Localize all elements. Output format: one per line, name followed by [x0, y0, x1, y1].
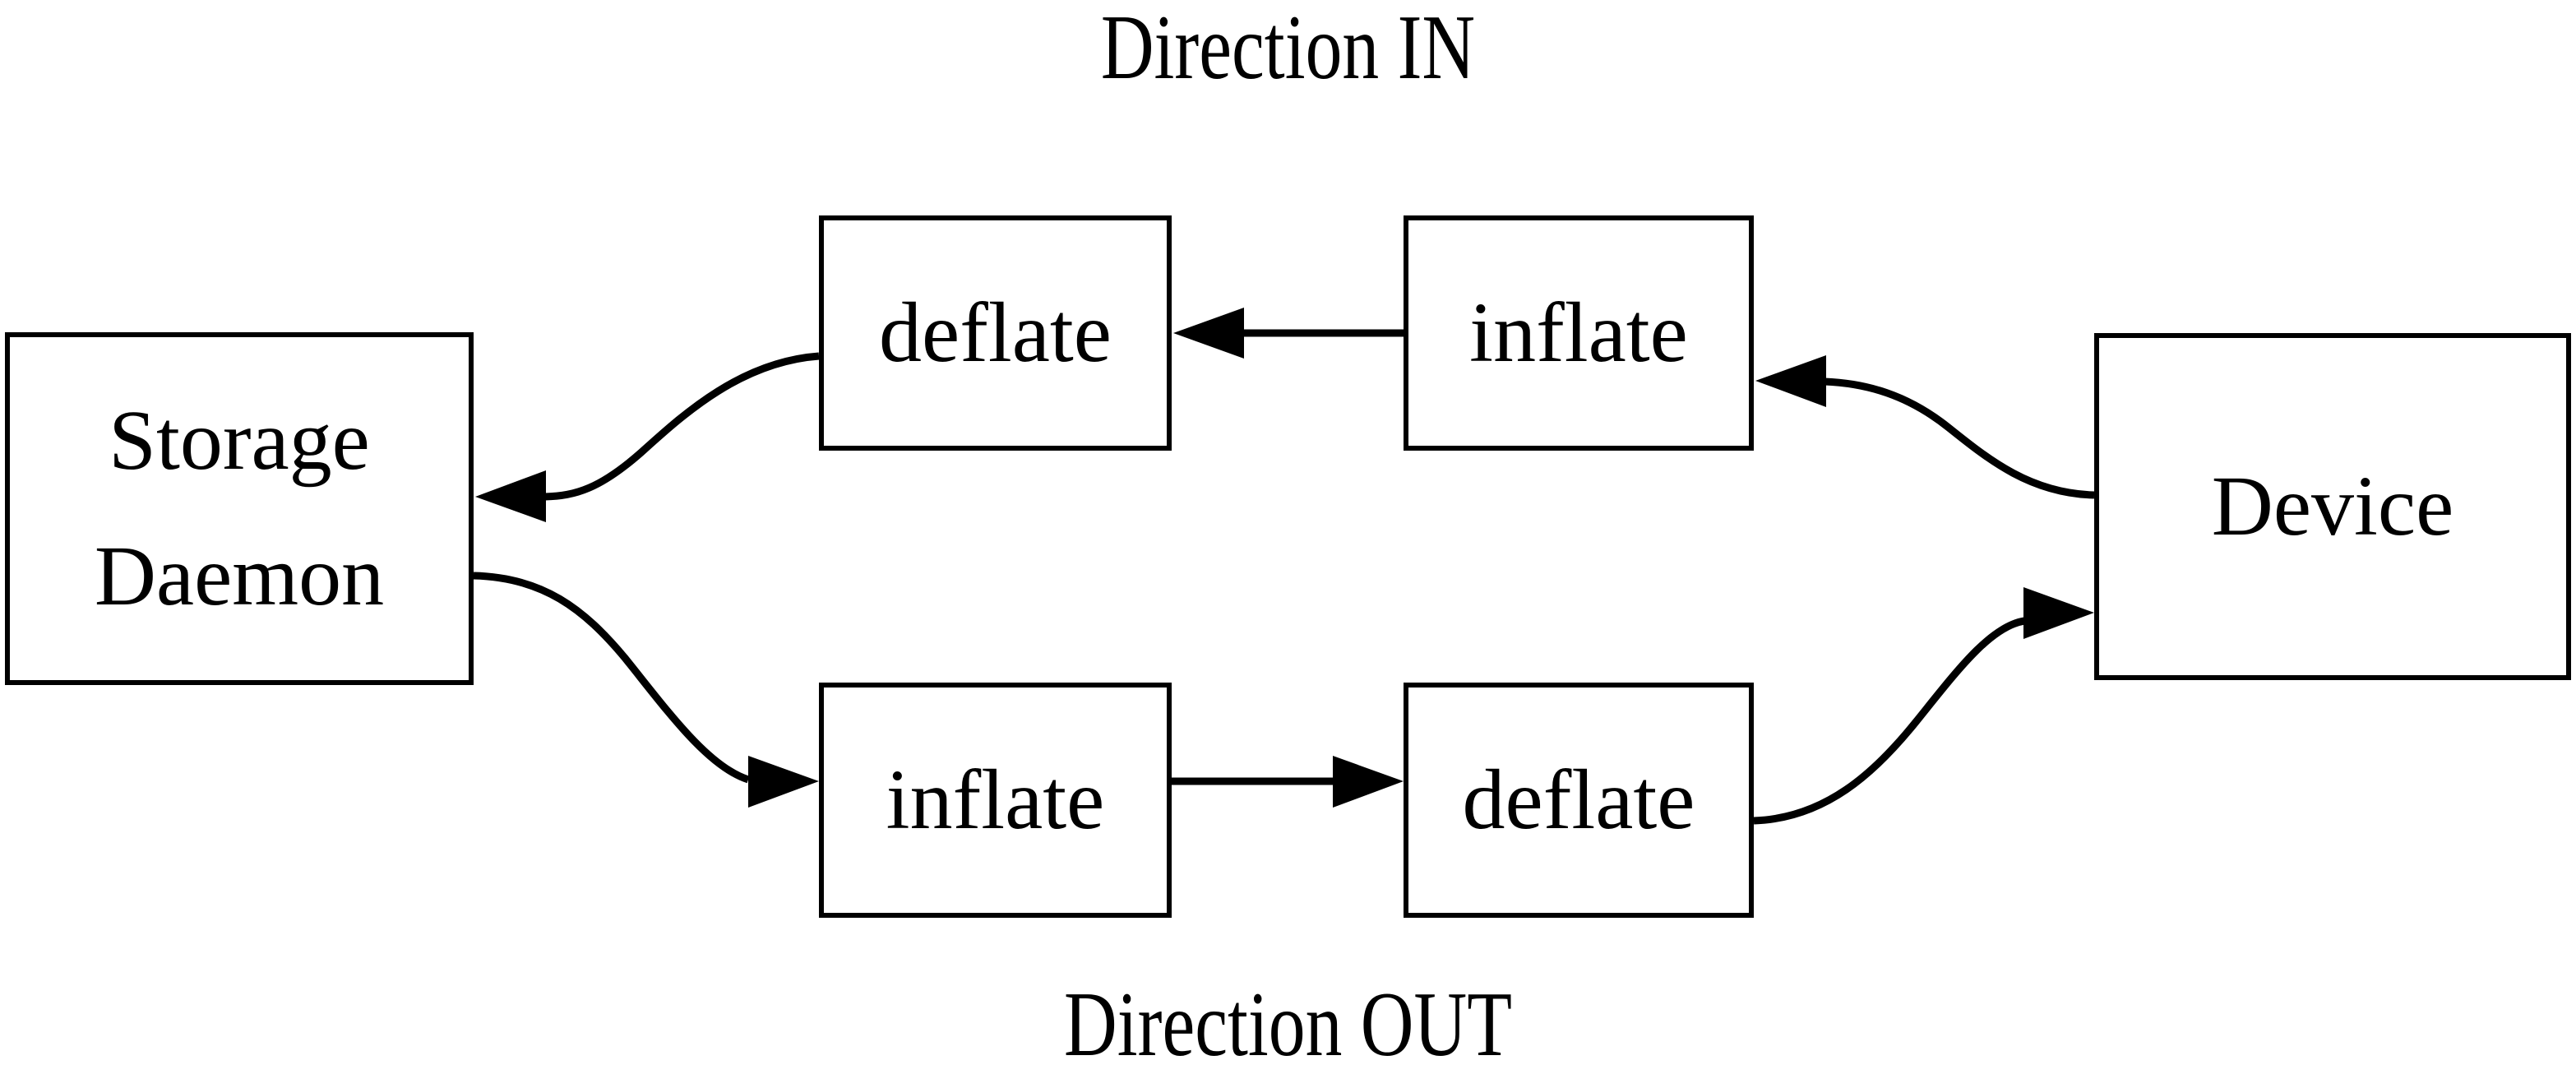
edge-device-to-inflate-in — [1755, 355, 2095, 499]
node-storage-daemon[interactable]: Storage Daemon — [5, 332, 474, 685]
node-deflate-in[interactable]: deflate — [819, 215, 1172, 451]
direction-in-label: Direction IN — [1100, 0, 1476, 99]
node-inflate-out[interactable]: inflate — [819, 683, 1172, 918]
edge-deflate-in-to-storage-daemon — [475, 352, 820, 522]
edge-deflate-out-to-device — [1753, 587, 2094, 825]
node-storage-daemon-label-line1: Storage — [109, 393, 370, 488]
node-deflate-in-label: deflate — [879, 285, 1112, 380]
arrowhead-into-deflate-out — [1333, 756, 1404, 808]
arrowhead-into-storage-daemon — [475, 470, 546, 522]
node-device-label: Device — [2211, 458, 2454, 553]
edge-deflate-out-to-device-line — [1753, 617, 2025, 825]
edge-inflate-in-to-deflate-in — [1173, 308, 1404, 359]
arrowhead-into-inflate-out — [748, 756, 819, 808]
node-deflate-out-label: deflate — [1462, 752, 1695, 847]
node-inflate-in-label: inflate — [1469, 285, 1688, 380]
edge-storage-daemon-to-inflate-out-line — [473, 572, 750, 784]
edge-device-to-inflate-in-line — [1824, 377, 2095, 499]
direction-out-label: Direction OUT — [1064, 974, 1512, 1076]
node-inflate-out-label: inflate — [886, 752, 1105, 847]
node-deflate-out[interactable]: deflate — [1404, 683, 1754, 918]
edge-deflate-in-to-storage-daemon-line — [544, 352, 820, 501]
arrowhead-into-inflate-in — [1755, 355, 1826, 407]
edge-inflate-out-to-deflate-out — [1172, 756, 1404, 808]
node-inflate-in[interactable]: inflate — [1404, 215, 1754, 451]
arrowhead-into-device — [2023, 587, 2094, 639]
edge-storage-daemon-to-inflate-out — [473, 572, 819, 808]
node-device[interactable]: Device — [2094, 333, 2571, 680]
node-storage-daemon-label-line2: Daemon — [94, 528, 385, 623]
arrowhead-into-deflate-in — [1173, 308, 1244, 359]
